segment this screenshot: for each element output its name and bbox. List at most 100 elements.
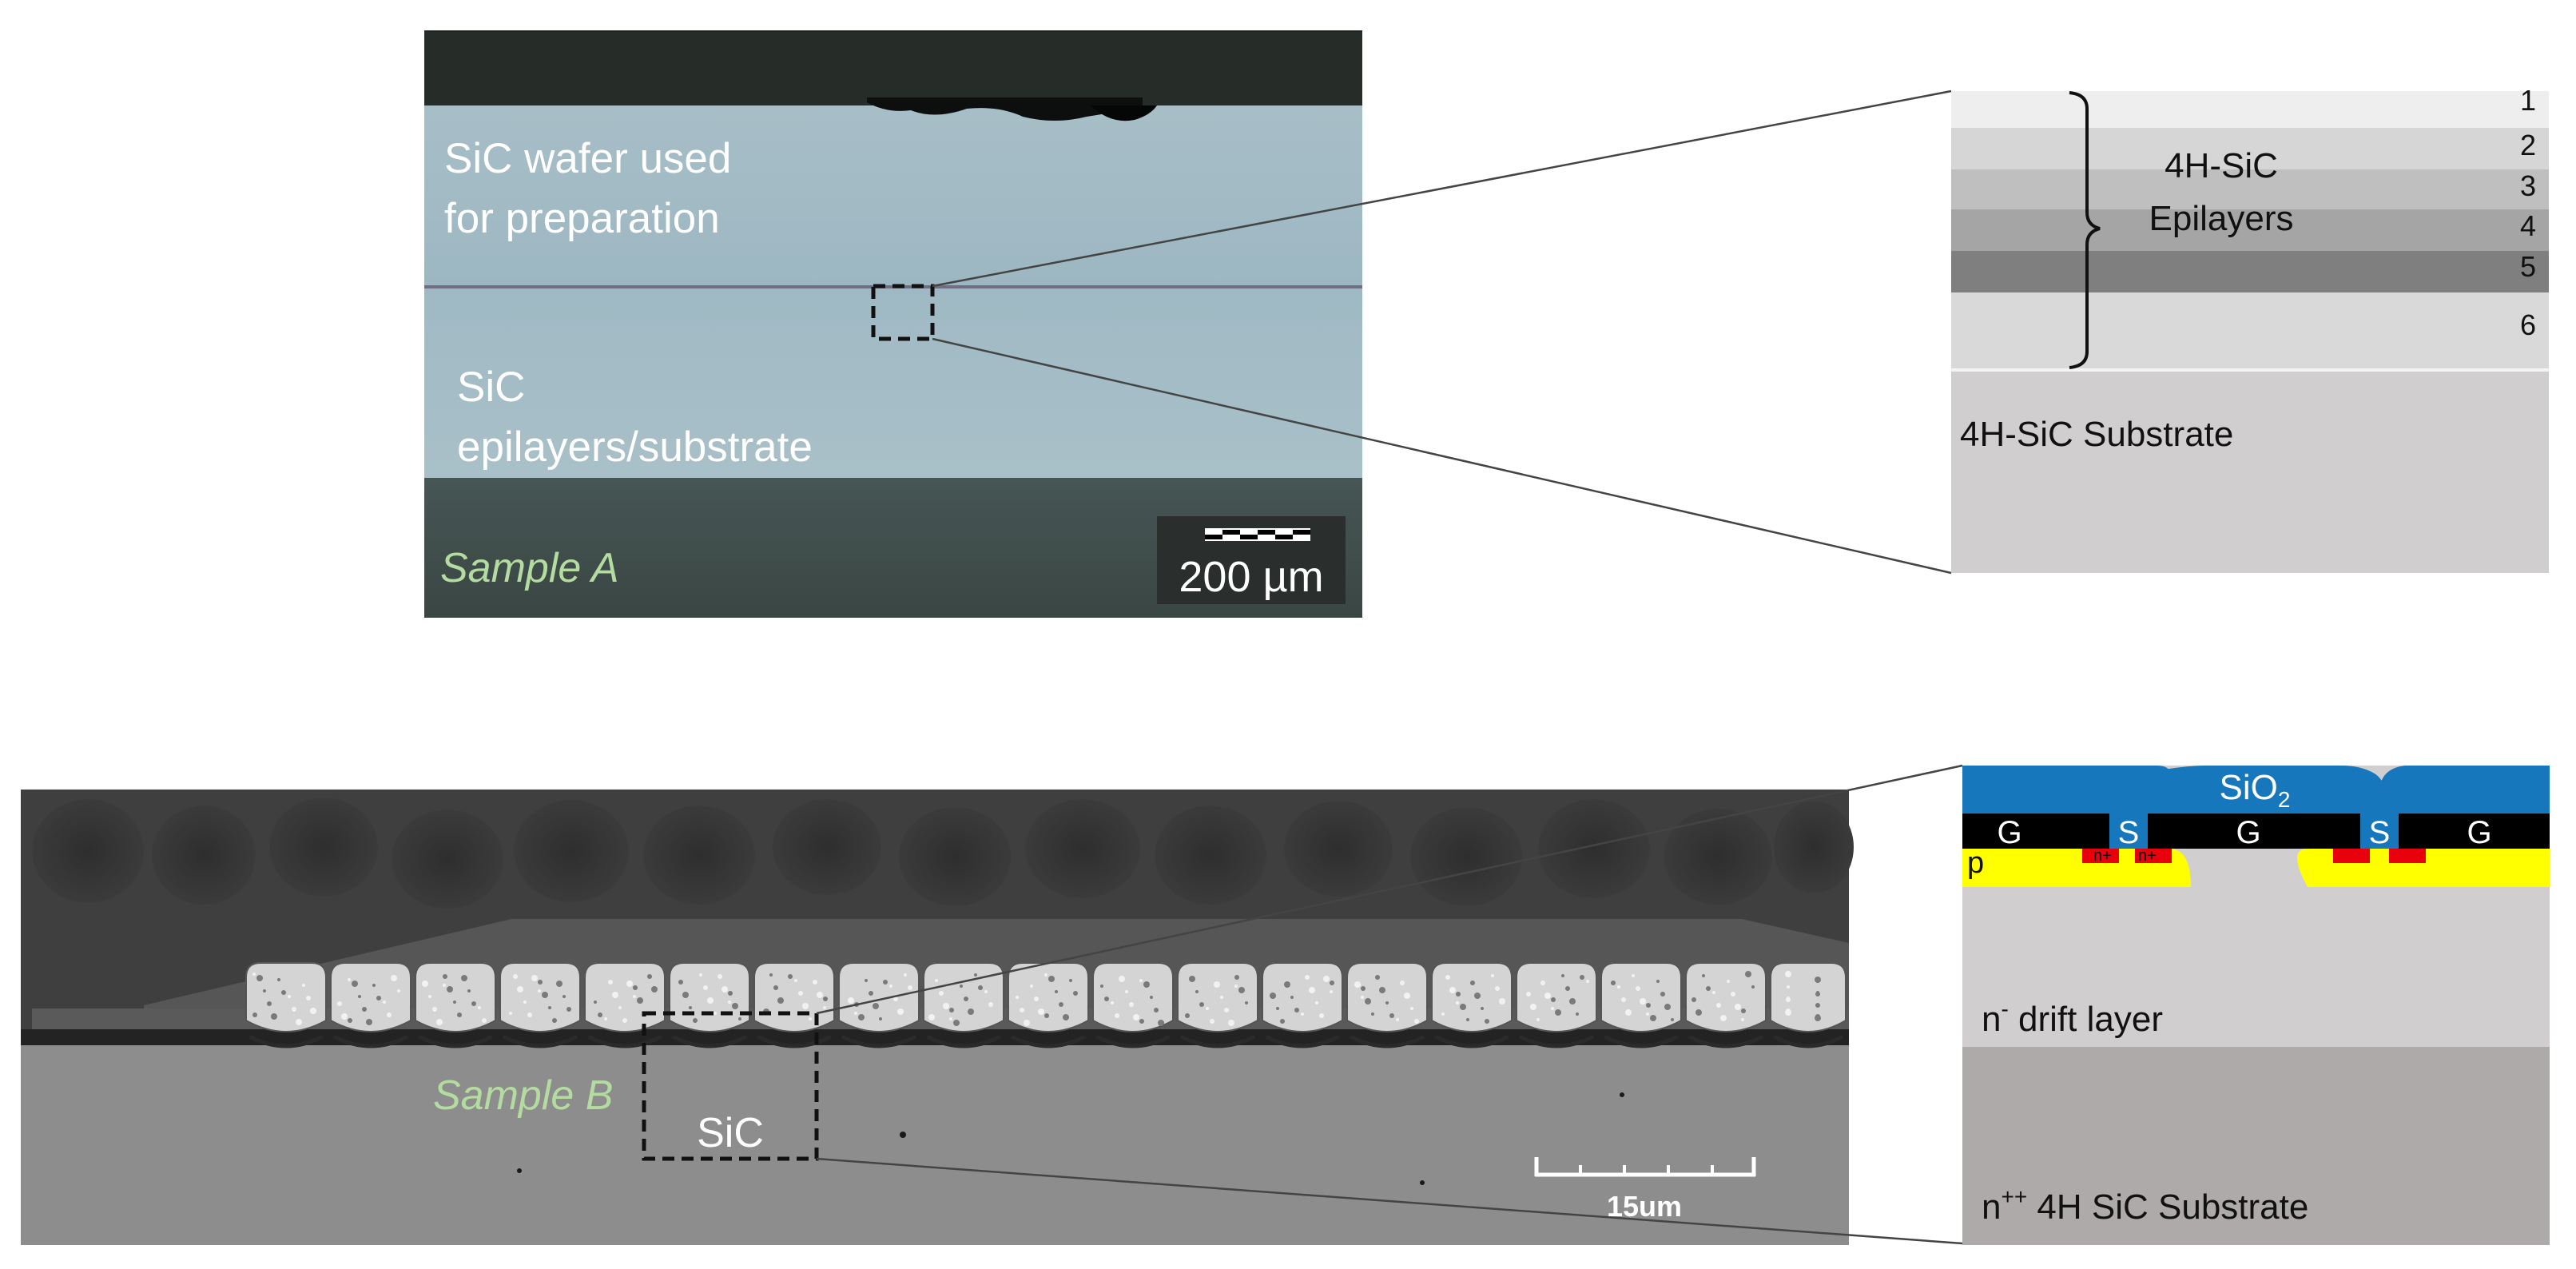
sem-cell-texture [436, 1019, 443, 1025]
sem-cell-texture [693, 1018, 698, 1023]
sem-cell-texture [1745, 971, 1751, 977]
sem-cell-texture [949, 1017, 952, 1020]
sem-device-cell [923, 962, 1004, 1032]
sem-device-cell [1516, 962, 1597, 1032]
sem-device-cell [669, 962, 750, 1032]
sem-cell-texture [1400, 981, 1405, 985]
sem-device-cell [1685, 962, 1767, 1032]
sem-cell-interface [1095, 1034, 1171, 1048]
sem-cell-texture [1569, 998, 1576, 1004]
device-cross-section: n+ n+ SiO2 G G G S S p n- drift layer n+… [1962, 766, 2550, 1245]
sem-cell-texture [422, 981, 428, 987]
sem-cell-texture [432, 1007, 437, 1012]
sem-cell-texture [1441, 1012, 1445, 1016]
sem-cell-texture [1530, 1004, 1536, 1010]
sem-cell-texture [1404, 993, 1410, 999]
sem-cell-texture [788, 974, 793, 979]
sem-cell-texture [1456, 1001, 1459, 1004]
sem-cell-texture [939, 991, 944, 996]
sem-cell-texture [594, 1000, 597, 1004]
sem-cell-interface [1349, 1034, 1425, 1048]
sem-cell-texture [1073, 991, 1078, 996]
sem-cell-texture [1561, 974, 1564, 977]
epi-label-line1: SiC [457, 364, 525, 411]
sem-cell-texture [281, 990, 286, 995]
layer-number-3: 3 [2520, 169, 2536, 202]
sem-cell-interface [841, 1034, 917, 1048]
substrate-layer [1951, 369, 2549, 573]
sem-cell-texture [1636, 986, 1640, 991]
sem-cell-texture [1063, 1014, 1069, 1020]
sem-cell-interface [1264, 1034, 1341, 1048]
sem-cell-texture [306, 996, 311, 1000]
sem-device-cell [415, 962, 496, 1032]
nplus-label-2: n+ [2138, 847, 2157, 865]
sem-cell-texture [728, 1000, 731, 1004]
sem-cell-texture [728, 991, 733, 996]
sem-cell-texture [626, 981, 633, 987]
sem-cell-texture [1059, 1002, 1063, 1007]
sem-cell-texture [964, 997, 968, 1001]
sem-cell-texture [1611, 981, 1616, 985]
sem-cell-texture [968, 1008, 974, 1015]
sem-cell-texture [809, 1017, 812, 1020]
sem-cell-texture [1815, 977, 1821, 983]
sem-cell-texture [1189, 976, 1195, 982]
sem-cell-texture [1270, 993, 1276, 999]
epi-stack-label-line2: Epilayers [2149, 199, 2294, 238]
sem-cell-texture [869, 991, 873, 996]
oxide-right [2379, 766, 2550, 814]
sem-cell-texture [707, 997, 714, 1004]
sem-cell-interface [502, 1034, 578, 1048]
sem-cell-interface [756, 1034, 833, 1048]
sem-cell-texture [1020, 1008, 1024, 1012]
sem-cell-texture [1016, 996, 1019, 999]
sem-cell-texture [538, 980, 543, 985]
sem-cell-texture [443, 984, 446, 987]
sem-cell-texture [1234, 985, 1238, 988]
sample-b-label: Sample B [433, 1072, 613, 1119]
sem-cell-texture [1104, 997, 1109, 1001]
sem-cell-texture [1154, 1008, 1159, 1012]
sem-cell-texture [1034, 997, 1039, 1001]
sem-cell-texture [722, 986, 728, 993]
sem-cell-texture [1526, 992, 1531, 997]
sem-cell-texture [769, 973, 773, 977]
sem-cell-texture [1580, 975, 1584, 980]
sem-cell-texture [879, 1017, 882, 1020]
epi-stack-label-line1: 4H-SiC [2165, 146, 2278, 185]
oxide-center [2129, 766, 2389, 814]
sem-cell-texture [823, 1006, 826, 1009]
epilayer-region [424, 288, 1362, 478]
gate-label-3: G [2467, 815, 2491, 850]
sem-cell-texture [651, 986, 658, 993]
sem-pores [32, 798, 1854, 909]
zoom-line-a-bottom [932, 337, 1952, 575]
mounting-resin-top [424, 32, 1362, 105]
sem-cell-texture [618, 1006, 622, 1009]
sem-cell-texture [817, 992, 823, 998]
sem-cell-texture [1206, 1007, 1209, 1010]
sem-cell-texture [538, 989, 541, 993]
sem-cell-texture [1625, 1009, 1632, 1016]
sem-cell-interface [671, 1034, 748, 1048]
sem-cell-texture [689, 1006, 692, 1009]
sem-cell-texture [1214, 981, 1220, 988]
layer-number-2: 2 [2520, 129, 2536, 161]
sem-cell-texture [1646, 1012, 1649, 1016]
sem-cell-texture [633, 995, 636, 998]
source-label-2: S [2369, 815, 2391, 850]
sem-cell-texture [1640, 998, 1646, 1004]
layer-3 [1951, 169, 2549, 209]
sem-cell-texture [517, 986, 523, 993]
sem-cell-texture [1815, 1014, 1820, 1019]
sem-cell-texture [531, 975, 538, 981]
sem-cell-texture [637, 997, 643, 1004]
sem-cell-texture [1133, 1014, 1139, 1020]
sem-cell-texture [943, 1003, 949, 1009]
sic-label: SiC [697, 1110, 764, 1156]
sem-cell-texture [362, 1007, 367, 1012]
sem-cell-texture [1048, 976, 1055, 982]
sem-cell-texture [1228, 1020, 1234, 1026]
sem-cell-texture [509, 1012, 512, 1015]
